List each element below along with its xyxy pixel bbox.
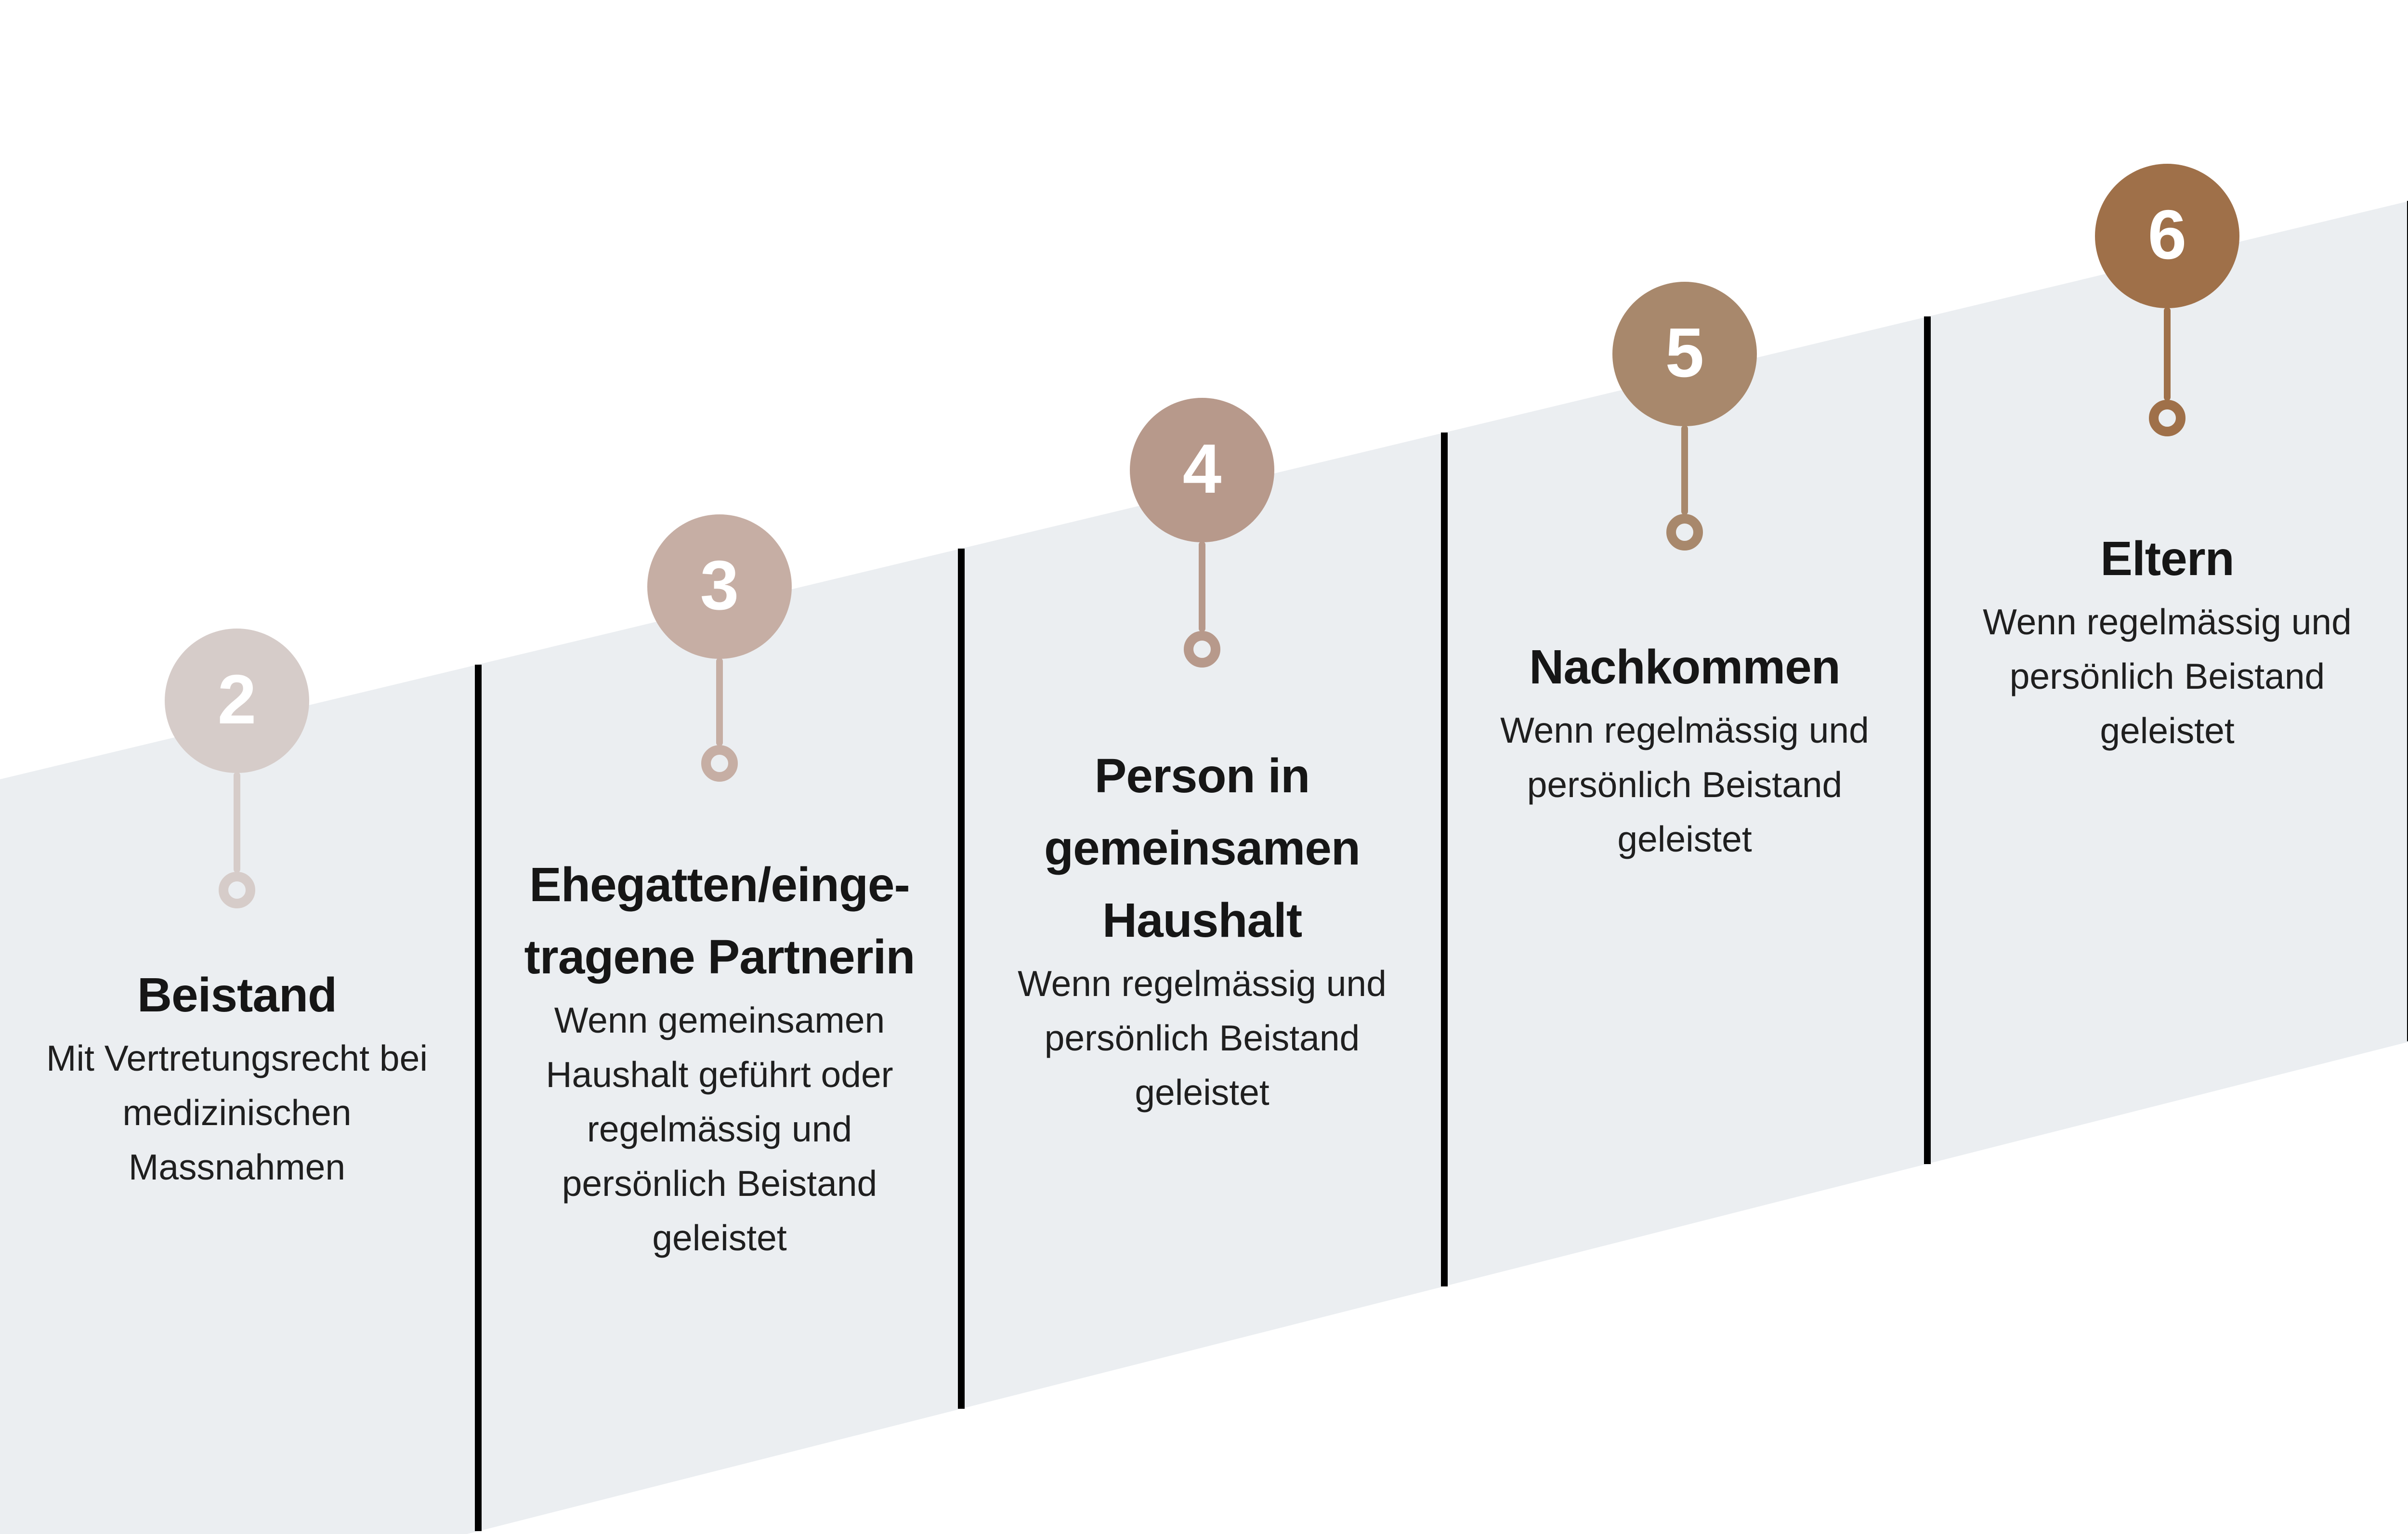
timeline-step-eltern: 6 Eltern Wenn regelmässig und persönlich… [1926,0,2408,1534]
step-description: Wenn gemeinsamen Haushalt geführt oder r… [546,1000,893,1258]
marker-stem [2164,307,2171,401]
step-number-badge: 3 [647,514,792,659]
timeline-step-nachkommen: 5 Nachkommen Wenn regelmässig und persön… [1444,0,1925,1534]
step-title: Beistand [137,968,337,1022]
marker-stem [1681,425,1688,515]
step-text-block: Person in gemeinsamen Haushalt Wenn rege… [961,740,1443,1120]
step-title: Ehegatten/einge- tragene Partnerin [524,858,915,984]
marker-ring [1184,631,1220,668]
step-text-block: Ehegatten/einge- tragene Partnerin Wenn … [479,849,960,1265]
step-description: Wenn regelmässig und persönlich Beistand… [1500,710,1869,859]
marker-ring [701,745,738,782]
step-text-block: Nachkommen Wenn regelmässig und persönli… [1444,631,1925,866]
step-description: Wenn regelmässig und persönlich Beistand… [1018,963,1387,1113]
step-number: 5 [1665,313,1704,392]
segment-divider [475,665,482,1531]
step-description: Wenn regelmässig und persönlich Beistand… [1983,602,2352,751]
step-title: Nachkommen [1529,640,1841,694]
marker-ring [2149,400,2186,436]
step-number: 2 [217,660,257,738]
timeline-step-beistand: 2 Beistand Mit Vertretungsrecht bei medi… [0,0,478,1534]
step-title: Person in gemeinsamen Haushalt [1044,749,1361,947]
marker-stem [716,658,723,746]
step-number: 6 [2147,195,2187,274]
segment-divider [2407,201,2408,1041]
marker-stem [234,772,240,873]
step-description: Mit Vertretungsrecht bei medizinischen M… [46,1038,428,1187]
step-number: 3 [700,546,739,624]
marker-ring [1666,514,1703,551]
marker-stem [1199,541,1205,632]
segment-divider [1441,433,1448,1286]
step-number-badge: 5 [1612,282,1757,426]
step-text-block: Beistand Mit Vertretungsrecht bei medizi… [0,959,478,1194]
timeline-step-person-haushalt: 4 Person in gemeinsamen Haushalt Wenn re… [961,0,1443,1534]
segment-divider [1924,316,1931,1164]
segment-divider [958,549,965,1409]
step-text-block: Eltern Wenn regelmässig und persönlich B… [1926,523,2408,758]
timeline-step-ehegatten: 3 Ehegatten/einge- tragene Partnerin Wen… [479,0,960,1534]
step-number-badge: 4 [1130,398,1274,542]
step-title: Eltern [2100,532,2234,586]
step-number: 4 [1182,429,1222,508]
step-number-badge: 6 [2095,164,2239,308]
step-number-badge: 2 [165,629,309,773]
marker-ring [219,872,255,908]
